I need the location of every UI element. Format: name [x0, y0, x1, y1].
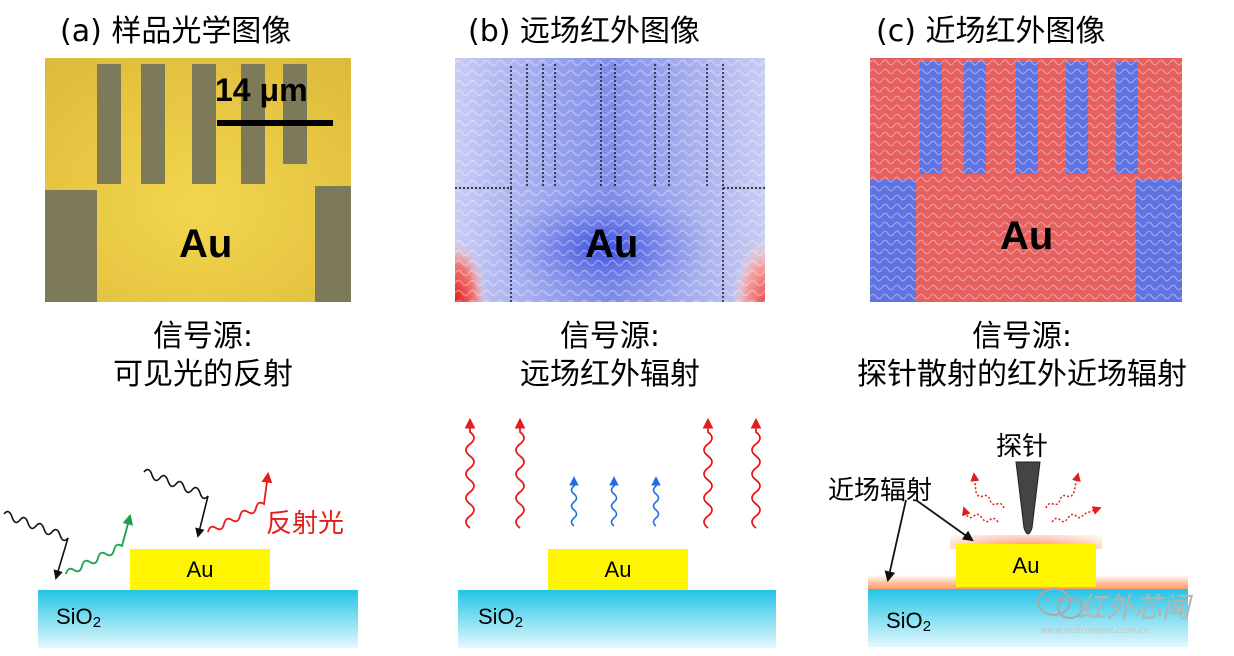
reflected-wave-red — [207, 471, 273, 533]
panel-a-sio2-label: SiO2 — [56, 604, 102, 631]
panel-c-sio2-label: SiO2 — [886, 608, 932, 635]
near-field-radiation-label: 近场辐射 — [828, 476, 933, 506]
scattered-wave-2 — [970, 472, 1005, 509]
watermark-url: www.instrument.com.cn — [1040, 626, 1150, 636]
panel-c-signal-title: 信号源: — [971, 319, 1073, 354]
watermark-text: 红外芯闻 — [1078, 591, 1191, 624]
probe-label: 探针 — [996, 432, 1049, 462]
far-field-wave-2 — [514, 417, 526, 529]
panel-a-title: (a) 样品光学图像 — [60, 14, 292, 49]
au-emission-wave-2 — [609, 476, 619, 527]
scale-bar-label: 14 μm — [215, 72, 308, 108]
incident-wave-2 — [143, 468, 209, 538]
panel-c-au-block: Au — [956, 544, 1096, 587]
near-field-image: Au — [870, 58, 1182, 302]
panel-c-title: (c) 近场红外图像 — [876, 14, 1106, 49]
panel-b-signal-desc: 远场红外辐射 — [520, 357, 700, 392]
far-field-image: Au — [455, 58, 765, 302]
panel-c-signal: 信号源: 探针散射的红外近场辐射 — [830, 318, 1214, 394]
panel-b-signal: 信号源: 远场红外辐射 — [505, 318, 715, 394]
panel-a-signal-desc: 可见光的反射 — [113, 357, 293, 392]
incident-wave-1 — [3, 510, 69, 580]
au-emission-wave-1 — [569, 476, 579, 527]
panel-b-title: (b) 远场红外图像 — [468, 14, 700, 49]
probe-tip — [1015, 461, 1041, 535]
panel-b-sio2-substrate — [458, 590, 776, 648]
optical-image: 14 μm Au — [45, 58, 351, 302]
panel-a-signal: 信号源: 可见光的反射 — [98, 318, 308, 394]
panel-b-au-block: Au — [548, 549, 688, 590]
far-field-wave-3 — [702, 417, 714, 529]
far-field-wave-4 — [750, 417, 762, 529]
panel-a-au-label: Au — [179, 222, 233, 266]
reflected-light-label: 反射光 — [266, 509, 345, 539]
reflected-wave-green — [65, 513, 133, 575]
scattered-wave-1 — [962, 506, 999, 523]
panel-a-signal-title: 信号源: — [152, 319, 254, 354]
au-emission-wave-3 — [651, 476, 661, 527]
far-field-wave-1 — [464, 417, 476, 529]
panel-b-signal-title: 信号源: — [559, 319, 661, 354]
panel-b-au-label: Au — [585, 222, 639, 266]
panel-a-sio2-substrate — [38, 590, 358, 648]
wechat-logo-icon — [1032, 584, 1092, 624]
panel-b-sio2-label: SiO2 — [478, 604, 524, 631]
panel-c-signal-desc: 探针散射的红外近场辐射 — [857, 357, 1187, 392]
scattered-wave-4 — [1051, 506, 1102, 523]
scattered-wave-3 — [1045, 472, 1081, 509]
pointer-to-au — [915, 499, 974, 542]
panel-c-au-label: Au — [1000, 214, 1054, 258]
panel-c-sio2-substrate — [868, 589, 1188, 647]
pointer-to-substrate — [884, 499, 907, 583]
panel-a-au-block: Au — [130, 549, 270, 590]
